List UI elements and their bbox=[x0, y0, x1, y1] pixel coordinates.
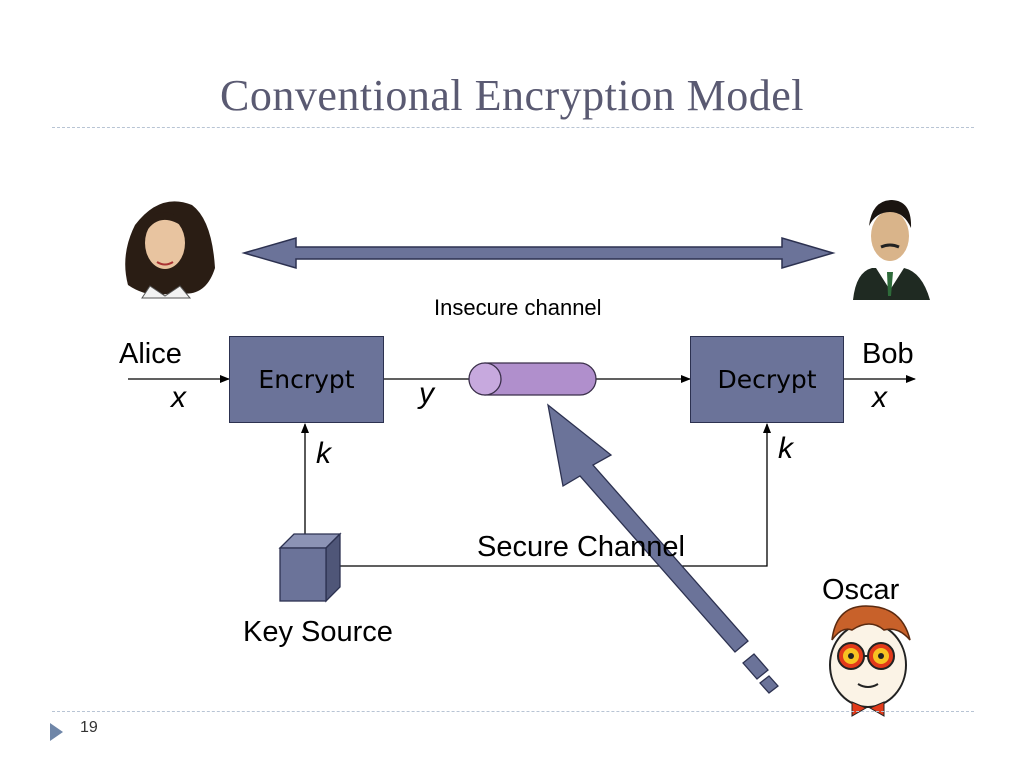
footer-triangle-icon bbox=[50, 723, 63, 741]
encrypt-key-label: k bbox=[316, 437, 331, 470]
decrypt-key-label: k bbox=[778, 432, 793, 465]
oscar-attack-arrow bbox=[547, 403, 779, 694]
slide-title: Conventional Encryption Model bbox=[220, 71, 804, 120]
secure-channel-line bbox=[340, 423, 771, 567]
key-source-label: Key Source bbox=[243, 616, 393, 648]
bob-avatar bbox=[853, 200, 930, 300]
plaintext-input-label: x bbox=[171, 381, 186, 414]
secure-channel-label: Secure Channel bbox=[477, 531, 685, 563]
insecure-channel-pipe bbox=[468, 362, 597, 396]
decrypt-box: Decrypt bbox=[690, 336, 844, 423]
oscar-label: Oscar bbox=[822, 574, 900, 606]
oscar-avatar bbox=[829, 605, 911, 717]
plaintext-output-label: x bbox=[872, 381, 887, 414]
alice-avatar bbox=[125, 201, 215, 299]
bob-label: Bob bbox=[862, 338, 914, 370]
footer-divider bbox=[52, 711, 974, 712]
page-number: 19 bbox=[80, 719, 98, 736]
title-divider bbox=[52, 127, 974, 128]
alice-bob-double-arrow bbox=[241, 236, 836, 270]
ciphertext-label: y bbox=[419, 377, 434, 410]
alice-label: Alice bbox=[119, 338, 182, 370]
insecure-channel-label: Insecure channel bbox=[434, 295, 602, 320]
encrypt-box: Encrypt bbox=[229, 336, 384, 423]
key-source-cube bbox=[278, 532, 342, 603]
